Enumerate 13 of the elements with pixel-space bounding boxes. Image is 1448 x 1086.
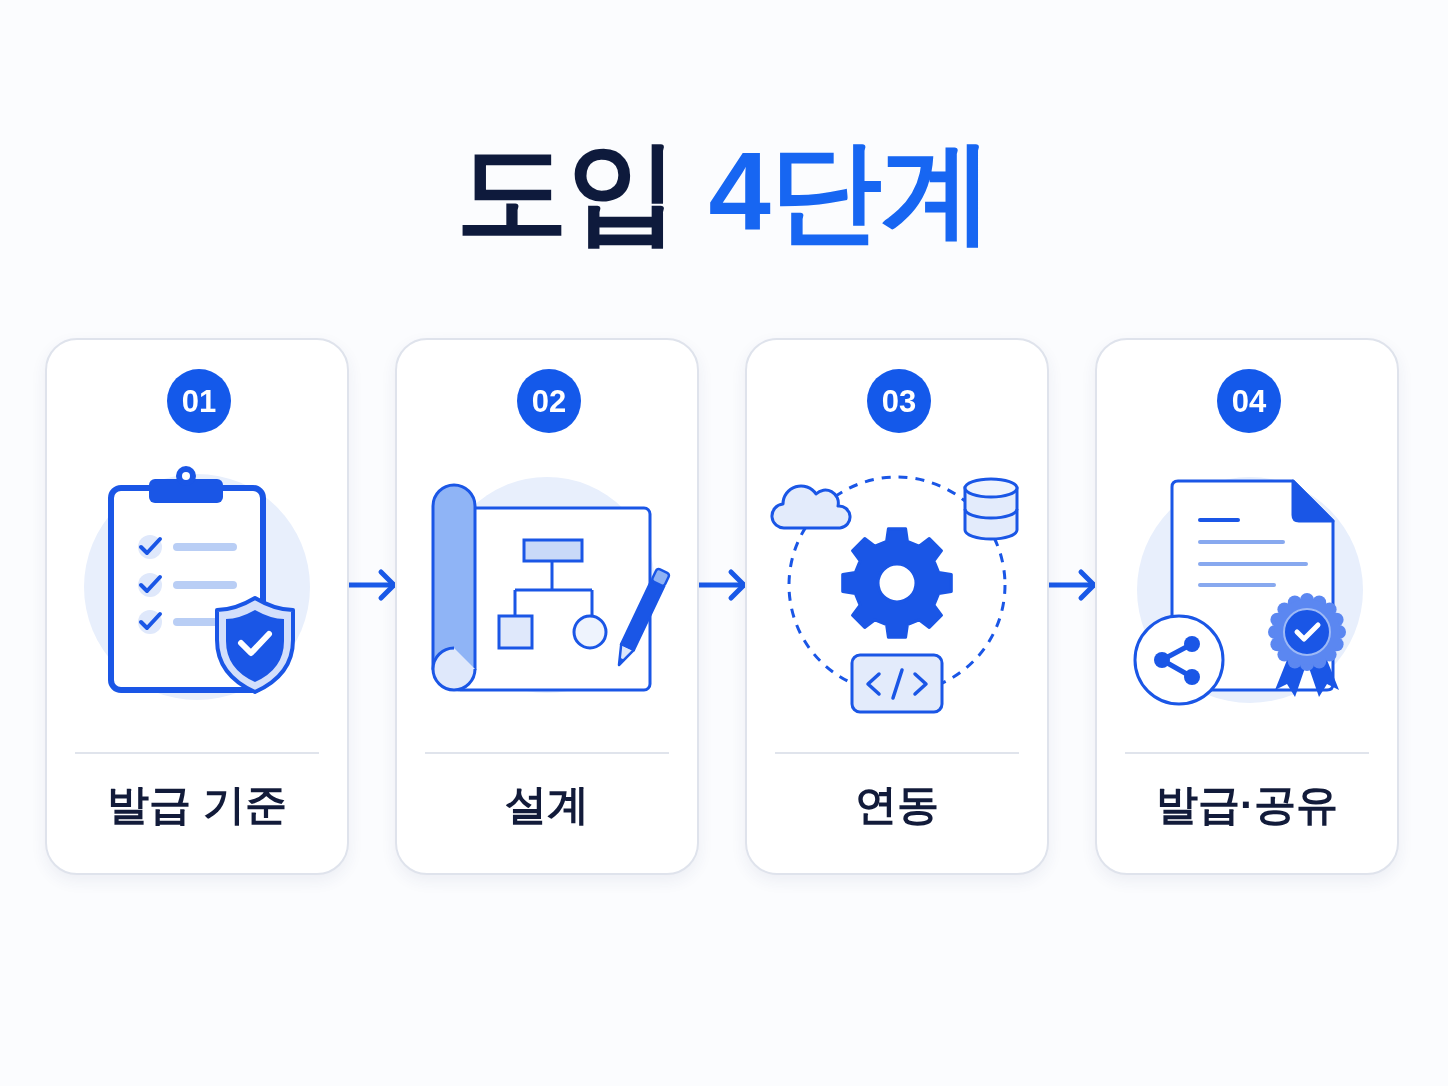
step-label: 연동 bbox=[855, 780, 939, 830]
step-card bbox=[395, 338, 699, 875]
title: 도입 4단계 bbox=[456, 128, 992, 256]
number-badge: 03 bbox=[867, 369, 931, 433]
step-label: 발급·공유 bbox=[1156, 780, 1338, 830]
number-badge: 02 bbox=[517, 369, 581, 433]
number-badge: 01 bbox=[167, 369, 231, 433]
step-card bbox=[45, 338, 349, 875]
step-label: 발급 기준 bbox=[107, 780, 287, 830]
step-card bbox=[1095, 338, 1399, 875]
step-card bbox=[745, 338, 1049, 875]
step-label: 설계 bbox=[505, 780, 589, 830]
number-badge: 04 bbox=[1217, 369, 1281, 433]
